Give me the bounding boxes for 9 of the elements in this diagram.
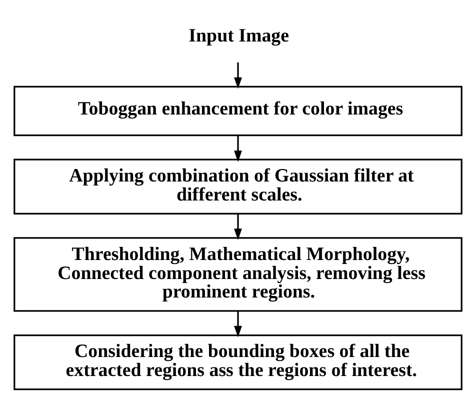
arrow [234,135,242,162]
arrow [234,62,242,89]
node-box: Applying combination of Gaussian filter at different scales. [13,158,462,214]
node-box: Considering the bounding boxes of all the extracted regions ass the regions of interest. [13,334,462,390]
node-box: Thresholding, Mathematical Morphology, Connected component analysis, removing less prominent regions. [13,237,462,312]
node-text: Input Image [188,26,289,47]
node-box: Toboggan enhancement for color images [13,86,462,136]
arrow [234,311,242,338]
arrow [234,214,242,240]
